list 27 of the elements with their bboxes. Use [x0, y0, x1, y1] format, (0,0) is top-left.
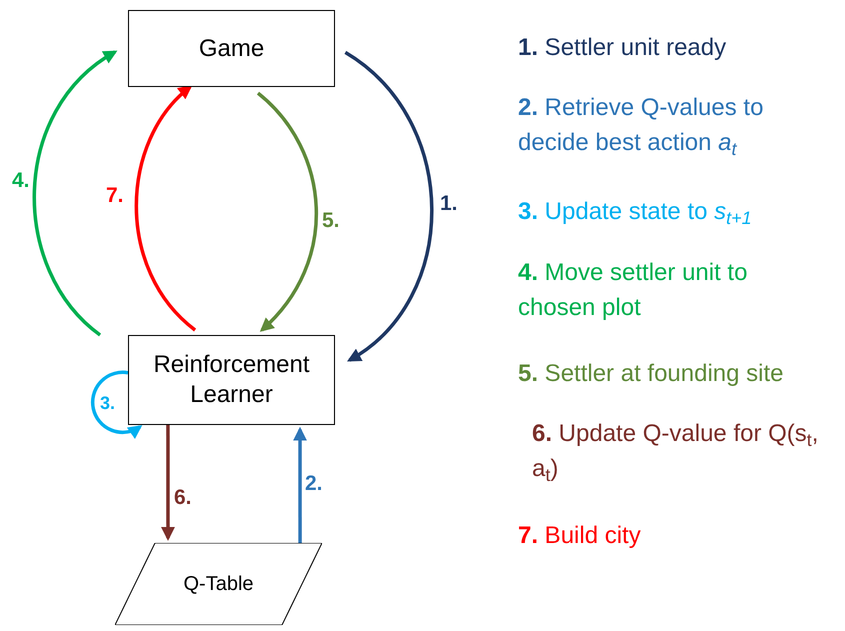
arrow: [32, 50, 118, 336]
arrow: [90, 370, 142, 439]
arrow: [134, 85, 196, 332]
step-description: 6. Update Q-value for Q(s$_{t}$, a$_{t}$): [532, 419, 820, 486]
process-box: [128, 10, 335, 87]
arrow: [256, 92, 318, 332]
node-label: Q-Table: [182, 572, 255, 596]
arrow: [161, 425, 175, 541]
process-box: [128, 335, 335, 425]
step-description: 2. Retrieve Q-values to decide best action a$_{t}$: [518, 93, 764, 160]
edge-label: 5.: [322, 208, 340, 234]
edge-label: 6.: [174, 485, 192, 511]
edge-label: 3.: [100, 392, 116, 415]
edge-label: 7.: [106, 183, 124, 209]
edge-label: 1.: [440, 191, 458, 217]
node-label: Game: [198, 34, 264, 64]
step-description: 4. Move settler unit to chosen plot: [518, 258, 748, 323]
edge-label: 4.: [12, 168, 30, 194]
arrow: [344, 50, 434, 362]
edge-label: 2.: [305, 471, 323, 497]
step-description: 3. Update state to s$_{t+1}$: [518, 197, 753, 229]
step-description: 5. Settler at founding site: [518, 359, 784, 389]
step-description: 7. Build city: [518, 521, 642, 551]
step-description: 1. Settler unit ready: [518, 33, 728, 63]
data-parallelogram: [115, 543, 322, 625]
node-label: Reinforcement Learner: [152, 350, 311, 410]
arrow: [293, 426, 308, 543]
